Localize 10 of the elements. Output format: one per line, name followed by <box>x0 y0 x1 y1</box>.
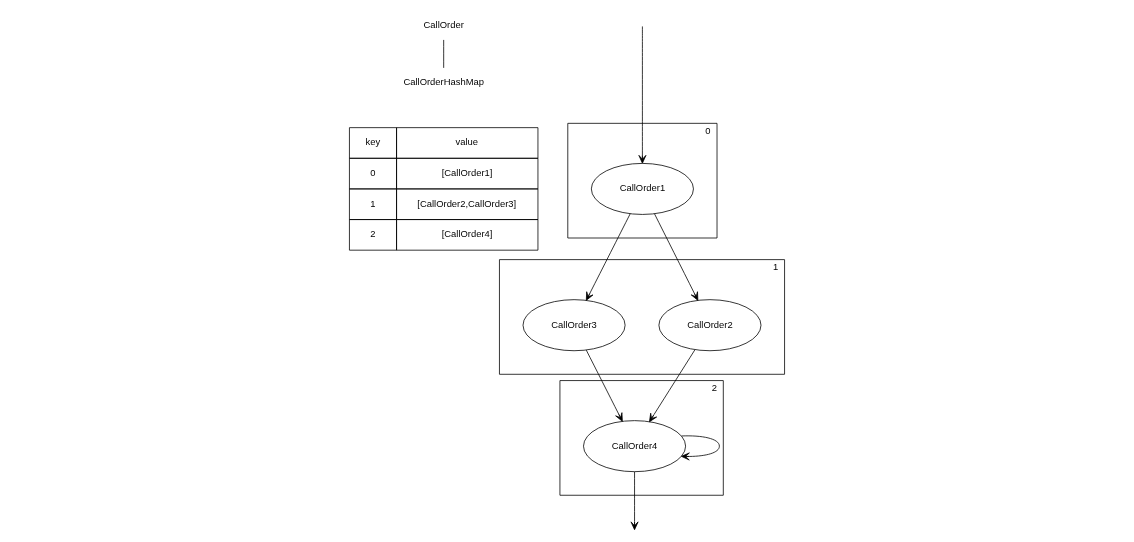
label: 2 <box>370 228 376 240</box>
label: 0 <box>370 167 376 179</box>
label: key <box>365 136 381 148</box>
node-text: CallOrder <box>423 18 464 30</box>
label: value <box>455 136 478 148</box>
label: [CallOrder4] <box>441 228 493 240</box>
node-text: CallOrderHashMap <box>403 75 484 87</box>
label: [CallOrder2,CallOrder3] <box>417 197 517 209</box>
label: [CallOrder1] <box>441 167 493 179</box>
label: 1 <box>370 197 376 209</box>
